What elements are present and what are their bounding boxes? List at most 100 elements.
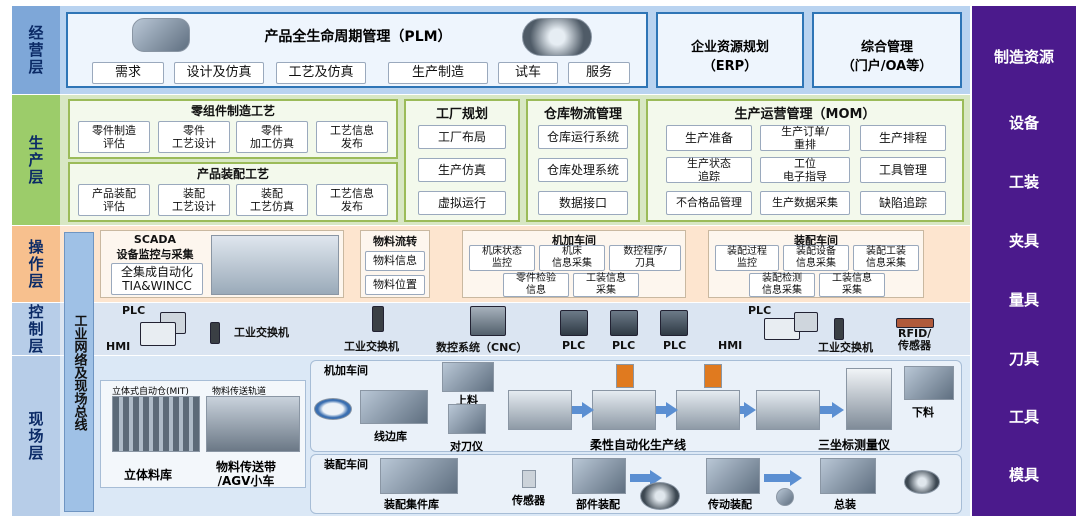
mom-item[interactable]: 不合格品管理	[666, 191, 752, 215]
assembly-process-title: 产品装配工艺	[196, 167, 269, 181]
plm-item[interactable]: 服务	[568, 62, 630, 84]
machining-item[interactable]: 数控程序/ 刀具	[609, 245, 681, 271]
mom-item[interactable]: 生产订单/ 重排	[760, 125, 850, 151]
tool-setter-label: 对刀仪	[450, 440, 483, 453]
resource-item: 工具	[1008, 408, 1039, 426]
plm-item[interactable]: 设计及仿真	[174, 62, 264, 84]
machining-area-label: 机加车间	[324, 364, 368, 377]
resource-item: 量具	[1008, 291, 1039, 309]
mom-item[interactable]: 生产数据采集	[760, 191, 850, 215]
factory-planning-panel: 工厂规划 工厂布局 生产仿真 虚拟运行	[404, 99, 520, 222]
plm-item[interactable]: 工艺及仿真	[276, 62, 366, 84]
plc-label-4: PLC	[663, 339, 687, 352]
mom-item[interactable]: 生产状态 追踪	[666, 157, 752, 183]
factory-planning-title: 工厂规划	[435, 107, 488, 122]
assembly-item[interactable]: 装配 工艺仿真	[236, 184, 308, 216]
industrial-network-label: 工业网络及现场总线	[71, 313, 87, 431]
assembly-shop-item[interactable]: 装配设备 信息采集	[783, 245, 849, 271]
oa-panel[interactable]: 综合管理 （门户/OA等）	[812, 12, 962, 88]
assembly-item[interactable]: 装配 工艺设计	[158, 184, 230, 216]
robot-arm-1	[616, 364, 634, 388]
rfid-label: RFID/ 传感器	[898, 327, 932, 353]
parts-item[interactable]: 零件 加工仿真	[236, 121, 308, 153]
mom-item[interactable]: 生产排程	[860, 125, 946, 151]
material-flow-panel: 物料流转 物料信息 物料位置	[360, 230, 430, 298]
assembly-shop-item[interactable]: 装配检测 信息采集	[749, 273, 815, 297]
engine-image-right	[522, 18, 592, 56]
tia-wincc-box[interactable]: 全集成自动化 TIA&WINCC	[111, 263, 203, 295]
plm-panel: 产品全生命周期管理（PLM） 需求 设计及仿真 工艺及仿真 生产制造 试车 服务	[66, 12, 648, 88]
material-flow-item[interactable]: 物料信息	[365, 251, 425, 271]
cnc-machine-2	[592, 390, 656, 430]
parts-item[interactable]: 零件制造 评估	[78, 121, 150, 153]
machining-item[interactable]: 零件检验 信息	[503, 273, 569, 297]
warehouse-item[interactable]: 仓库运行系统	[538, 125, 628, 149]
assembly-item[interactable]: 工艺信息 发布	[316, 184, 388, 216]
assembly-area-label: 装配车间	[324, 458, 368, 471]
mom-panel: 生产运营管理（MOM） 生产准备 生产订单/ 重排 生产排程 生产状态 追踪 工…	[646, 99, 964, 222]
flow-arrow-head	[582, 402, 594, 418]
machining-item[interactable]: 机床状态 监控	[469, 245, 535, 271]
material-flow-title: 物料流转	[373, 235, 417, 248]
mom-item[interactable]: 工位 电子指导	[760, 157, 850, 183]
conveyor-caption: 物料传送轨道	[212, 387, 267, 397]
resource-item: 夹具	[1008, 232, 1039, 250]
asm-flow-arrow-head	[790, 470, 802, 486]
factory-item[interactable]: 虚拟运行	[418, 191, 506, 215]
factory-item[interactable]: 工厂布局	[418, 125, 506, 149]
cnc-machine-4	[756, 390, 820, 430]
plm-item[interactable]: 生产制造	[388, 62, 488, 84]
assembly-shop-item[interactable]: 装配工装 信息采集	[853, 245, 919, 271]
final-engine-image	[904, 470, 940, 494]
machining-item[interactable]: 工装信息 采集	[573, 273, 639, 297]
flow-arrow	[656, 406, 668, 414]
mom-item[interactable]: 生产准备	[666, 125, 752, 151]
tool-setter-image	[448, 404, 486, 434]
switch-device-1	[210, 322, 220, 344]
erp-line1: 企业资源规划	[690, 40, 769, 55]
assembly-store-image	[380, 458, 458, 494]
machining-item[interactable]: 机床 信息采集	[539, 245, 605, 271]
resource-item: 刀具	[1008, 350, 1039, 368]
oa-line2: （门户/OA等）	[841, 59, 933, 74]
cnc-machine-1	[508, 390, 572, 430]
parts-item[interactable]: 零件 工艺设计	[158, 121, 230, 153]
assembly-shop-panel: 装配车间 装配过程 监控 装配设备 信息采集 装配工装 信息采集 装配检测 信息…	[708, 230, 924, 298]
warehouse-logistics-panel: 仓库物流管理 仓库运行系统 仓库处理系统 数据接口	[526, 99, 640, 222]
assembly-shop-item[interactable]: 工装信息 采集	[819, 273, 885, 297]
flow-arrow-head	[666, 402, 678, 418]
flow-arrow-head	[832, 402, 844, 418]
unloading-label: 下料	[912, 406, 934, 419]
material-flow-item[interactable]: 物料位置	[365, 275, 425, 295]
parts-item[interactable]: 工艺信息 发布	[316, 121, 388, 153]
warehouse-item[interactable]: 仓库处理系统	[538, 158, 628, 182]
drive-assembly-label: 传动装配	[708, 498, 752, 511]
loading-image	[442, 362, 494, 392]
cnc-machine-3	[676, 390, 740, 430]
layer-label-field: 现场层	[12, 356, 60, 516]
factory-item[interactable]: 生产仿真	[418, 158, 506, 182]
plm-item[interactable]: 试车	[498, 62, 558, 84]
cmm-image	[846, 368, 892, 430]
scada-subtitle: 设备监控与采集	[116, 248, 194, 261]
assembly-store-label: 装配集件库	[384, 498, 439, 511]
gear-image	[776, 488, 794, 506]
switch-label-3: 工业交换机	[818, 341, 873, 354]
switch-device-3	[834, 318, 844, 340]
assembly-shop-item[interactable]: 装配过程 监控	[715, 245, 779, 271]
erp-panel[interactable]: 企业资源规划 （ERP）	[656, 12, 804, 88]
stereo-warehouse-label: 立体料库	[124, 468, 173, 482]
resource-item: 模具	[1008, 466, 1039, 484]
warehouse-item[interactable]: 数据接口	[538, 191, 628, 215]
assembly-item[interactable]: 产品装配 评估	[78, 184, 150, 216]
machining-shop-panel: 机加车间 机床状态 监控 机床 信息采集 数控程序/ 刀具 零件检验 信息 工装…	[462, 230, 686, 298]
flow-arrow	[740, 406, 746, 414]
robot-arm-2	[704, 364, 722, 388]
flow-arrow-head	[744, 402, 756, 418]
layer-label-production: 生产层	[12, 95, 60, 225]
plm-item[interactable]: 需求	[92, 62, 164, 84]
cnc-device	[470, 306, 506, 336]
part-assembly-image	[572, 458, 626, 494]
mom-item[interactable]: 工具管理	[860, 157, 946, 183]
mom-item[interactable]: 缺陷追踪	[860, 191, 946, 215]
